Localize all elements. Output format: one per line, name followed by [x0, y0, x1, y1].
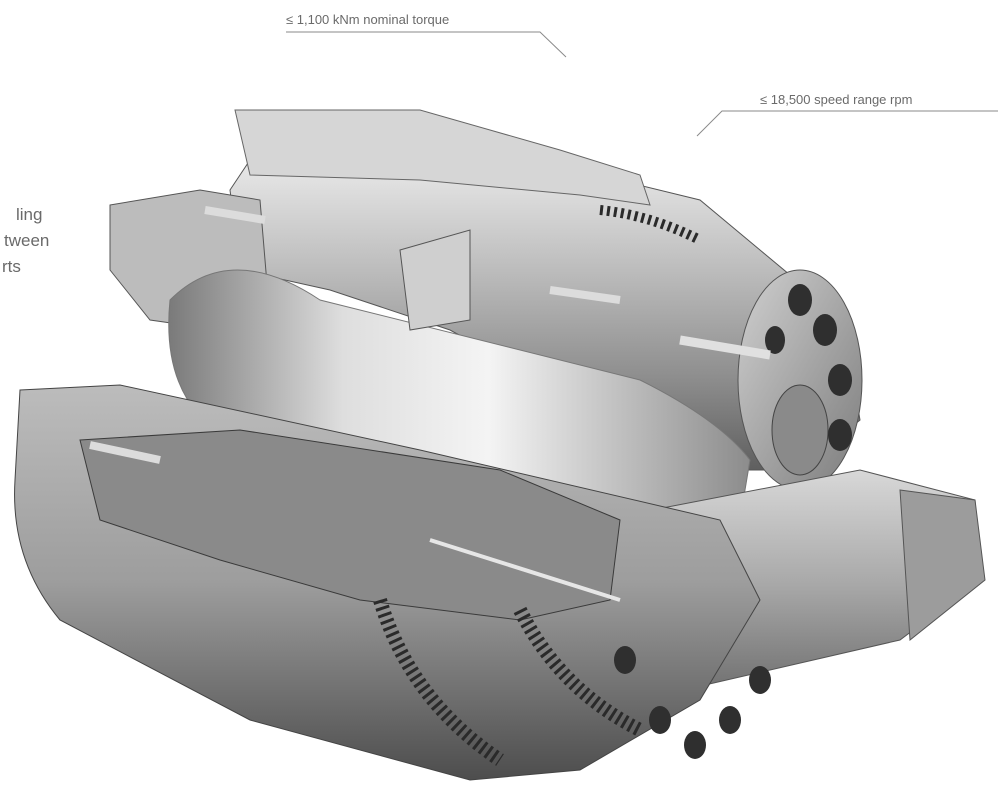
pin-middle [549, 286, 621, 304]
lower-gear-section [79, 429, 621, 621]
flange-bolt-pattern [765, 284, 852, 451]
gear-teeth-upper [599, 205, 703, 245]
gear-teeth-band [373, 205, 703, 766]
shaft-end-face [899, 489, 986, 641]
speed-callout: ≤ 18,500 speed range rpm [760, 92, 913, 107]
side-line-2: tween [4, 231, 50, 250]
flange-bolt-3 [828, 364, 852, 396]
flange-bolt-2 [813, 314, 837, 346]
gear-teeth-lower-right [513, 606, 644, 737]
pin-upper-left [204, 206, 266, 224]
pin-lower-mid [429, 538, 621, 602]
side-line-3: rts [2, 257, 21, 276]
torque-callout: ≤ 1,100 kNm nominal torque [286, 12, 450, 27]
lower-bolt-4 [719, 706, 741, 734]
right-flange-bore [771, 384, 829, 476]
lower-bolt-5 [749, 666, 771, 694]
side-line-1: ling [16, 205, 43, 224]
lower-flange-bolts [614, 646, 771, 759]
speed-leader-line [696, 110, 998, 137]
pin-lower-left [89, 441, 161, 464]
torque-leader-line [286, 31, 567, 58]
lower-bolt-1 [614, 646, 636, 674]
side-description: ling tween rts [0, 202, 49, 280]
pin-right [679, 335, 771, 360]
lower-bolt-3 [684, 731, 706, 759]
flange-bolt-1 [788, 284, 812, 316]
housing-top-face [234, 109, 651, 206]
axial-pins [89, 206, 771, 602]
flange-bolt-4 [828, 419, 852, 451]
flange-bolt-5 [765, 326, 785, 354]
center-gear-insert [399, 229, 471, 331]
lower-bolt-2 [649, 706, 671, 734]
